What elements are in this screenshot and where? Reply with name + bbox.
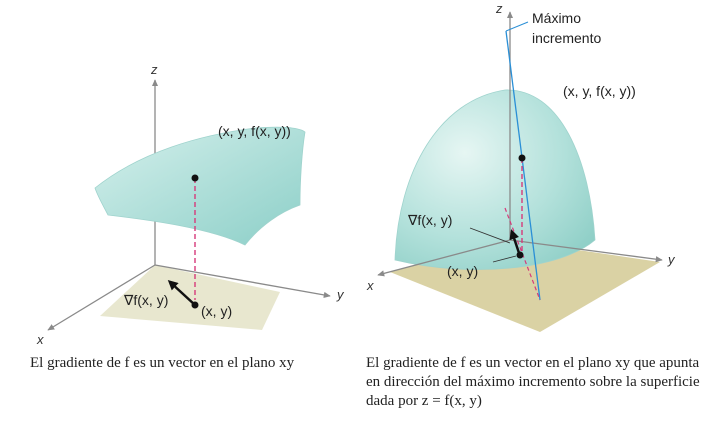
left-caption: El gradiente de f es un vector en el pla… [30, 355, 295, 371]
left-gradient-arrow [167, 279, 196, 306]
right-label-leader [505, 21, 529, 32]
right-max-label-line1: Máximo [532, 10, 581, 26]
left-x-axis [47, 264, 156, 331]
right-gradient-arrow [509, 229, 521, 254]
right-z-label: z [495, 1, 503, 16]
right-base-point [516, 251, 524, 259]
left-gradient-label: ∇f(x, y) [123, 292, 168, 308]
right-surface-point-label: (x, y, f(x, y)) [563, 83, 636, 99]
right-y-axis [509, 239, 663, 263]
left-x-label: x [36, 332, 44, 347]
right-surface-dome [394, 89, 596, 270]
left-base-point-label: (x, y) [201, 303, 232, 319]
right-max-increment-line [505, 30, 541, 301]
right-base-leader [492, 255, 517, 263]
right-caption: El gradiente de f es un vector en el pla… [366, 355, 700, 409]
left-surface [94, 126, 306, 246]
right-gradient-leader [469, 227, 511, 244]
left-z-label: z [150, 62, 158, 77]
right-diagram: z y x Máximo incremento (x, y, f(x, y)) … [366, 1, 676, 332]
right-y-label: y [667, 252, 676, 267]
left-surface-point [191, 174, 199, 182]
left-surface-point-label: (x, y, f(x, y)) [218, 123, 291, 139]
right-gradient-label: ∇f(x, y) [407, 212, 452, 228]
right-base-point-label: (x, y) [447, 263, 478, 279]
left-xy-plane [100, 265, 280, 330]
right-x-label: x [366, 278, 374, 293]
right-x-axis [377, 239, 511, 277]
left-diagram: z y x (x, y, f(x, y)) ∇f(x, y) (x, y) [36, 62, 345, 347]
right-max-label-line2: incremento [532, 30, 601, 46]
right-surface-point [518, 154, 526, 162]
left-y-axis [154, 264, 331, 298]
left-base-point [191, 301, 199, 309]
left-y-label: y [336, 287, 345, 302]
